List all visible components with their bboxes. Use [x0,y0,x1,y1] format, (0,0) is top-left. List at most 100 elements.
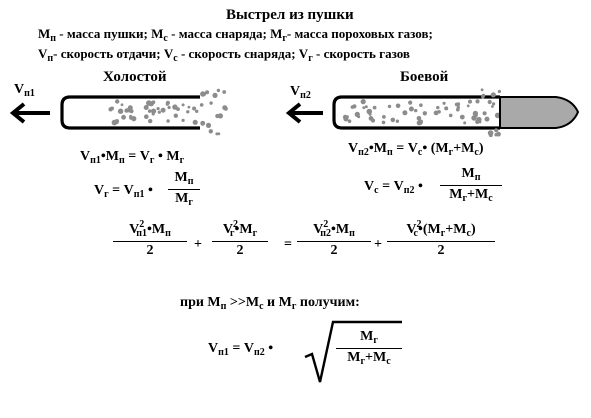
gas-particle [215,132,219,136]
gas-particle [466,104,470,108]
gas-particle [422,111,427,116]
energy-term-vp1: V2п1•Мп 2 [113,220,187,258]
gas-particle [200,121,205,126]
gas-particle [199,103,204,107]
gas-particle [481,95,485,99]
fraction-mg-mgmc: Мг Мг+Мс [336,330,402,367]
gas-particle [352,104,357,109]
gas-particle [408,100,413,105]
gas-particle [487,99,492,105]
gas-particle [497,89,501,94]
gas-particles-left [108,88,228,136]
gas-particle [444,106,449,111]
velocity-label-vp2: Vп2 [290,84,311,101]
sqrt-sign [304,320,402,383]
gas-particle [181,103,185,107]
gas-particle [217,113,223,119]
gas-particle [381,120,386,125]
gas-particle [215,113,220,119]
gas-particle [216,88,221,93]
gas-particle [212,92,218,98]
gas-particle [167,105,171,110]
recoil-arrow-left-2 [285,102,323,124]
gas-particle [382,115,386,119]
gas-particle [480,88,484,92]
gas-particle [147,109,152,113]
gas-particle [408,106,414,112]
gas-particle [173,113,178,118]
gas-particle [181,118,185,122]
gas-particle [120,103,124,107]
gas-particle [414,108,418,113]
page-title: Выстрел из пушки [226,7,354,23]
gas-particle [490,92,496,98]
condition-line: при Мп >>Мс и Мг получим: [180,295,360,312]
gas-particle [151,108,157,114]
gas-particle [488,133,493,138]
gas-particle [131,116,137,122]
gas-particle [187,105,191,109]
gas-particle [492,102,496,106]
gas-particle [200,91,206,97]
gas-particle [172,104,178,110]
gas-particle [165,102,170,106]
momentum-eq-blank: Vп1•Мп = Vг • Мг [80,149,185,166]
blank-barrel [60,88,228,136]
gas-particle [433,110,439,116]
recoil-arrow-left-1 [9,102,50,124]
gas-particle [144,114,149,119]
gas-particle [494,133,498,137]
gas-particle [208,129,213,134]
gas-particle [222,90,227,94]
gas-particle [475,99,480,104]
legend-line-1: Мп - масса пушки; Мс - масса снаряда; Мг… [38,26,433,44]
gas-velocity-lhs: Vг = Vп1 • [94,183,153,200]
gas-particle [395,103,401,109]
gas-particle [419,103,423,107]
legend-line-2: Vп- скорость отдачи; Vс - скорость снаря… [38,46,410,64]
gas-particle [156,107,160,111]
gas-particle [115,99,120,104]
gas-particle [223,106,228,111]
gas-particle [448,113,453,118]
gas-particle [436,105,440,110]
blank-shot-label: Холостой [103,69,167,85]
projectile-velocity-lhs: Vс = Vп2 • [364,179,423,196]
gas-particle [368,116,374,121]
gas-particle [143,105,149,110]
gas-particle [463,121,467,125]
gas-particle [127,105,133,111]
gas-particle [160,107,166,113]
combat-shot-label: Боевой [400,69,449,85]
fraction-mp-mg: Мп Мг [168,171,200,208]
gas-particle [390,117,396,123]
gas-particle [166,119,170,123]
velocity-label-vp1: Vп1 [14,82,35,99]
final-formula-lhs: Vп1 = Vп2 • [208,341,274,358]
projectile-shape [499,96,580,129]
energy-term-vp2: V2п2•Мп 2 [297,220,371,258]
gas-particle [482,111,487,116]
energy-term-vg: V2г•Мг 2 [212,220,268,258]
gas-particle [402,110,408,116]
gas-particle [491,105,494,108]
gas-particle [192,106,197,111]
plus-sign-1: + [194,237,202,252]
gas-particle [368,112,372,116]
gas-particle [456,107,460,112]
gas-particle [442,101,446,105]
gas-particle [108,107,113,112]
fraction-mp-mgmc: Мп Мг+Мс [440,167,502,204]
gas-particle [456,102,461,107]
gas-particle [148,118,153,124]
momentum-eq-combat: Vп2•Мп = Vс• (Мг+Мс) [348,141,484,158]
gas-particle [347,119,352,123]
equals-sign: = [284,237,292,252]
gas-particle [195,109,199,114]
gas-particle [345,115,349,119]
gas-particle [186,110,190,114]
gas-particle [205,90,210,95]
gas-particle [217,132,221,136]
gas-particle [468,99,472,104]
